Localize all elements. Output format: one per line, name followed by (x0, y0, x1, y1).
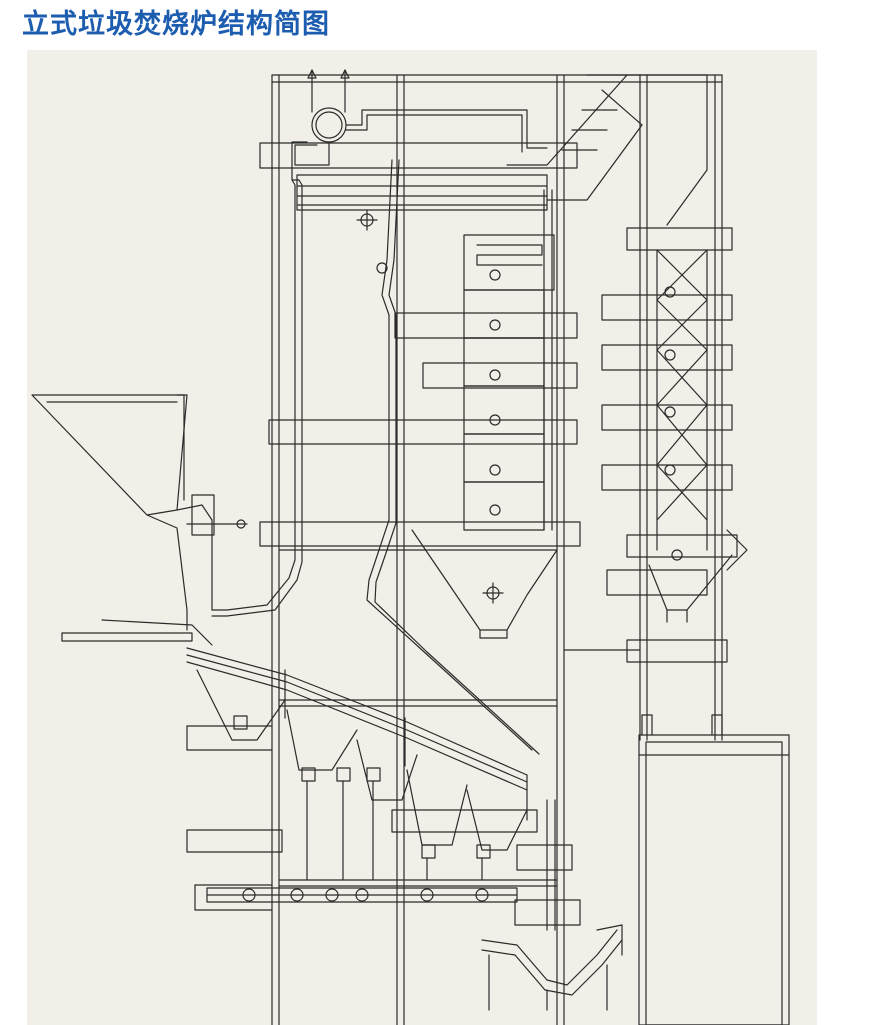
flue-gas-duct (506, 74, 708, 226)
grate-icon (61, 619, 528, 881)
steel-frame-beams (186, 142, 641, 911)
incinerator-structure-diagram (27, 50, 817, 1025)
ash-conveyor-icon (206, 799, 623, 1011)
diagram-background (27, 50, 817, 1025)
furnace-water-walls (211, 159, 558, 755)
superheater-tube-banks (463, 189, 555, 531)
diagram-panel (27, 50, 817, 1025)
air-duct-blocks (186, 809, 581, 926)
page-title: 立式垃圾焚烧炉结构简图 (22, 9, 330, 40)
economizer-tower (601, 227, 748, 663)
boiler-drum-icon (291, 69, 548, 181)
ash-silo (638, 714, 790, 1025)
feed-hopper-icon (31, 394, 248, 631)
